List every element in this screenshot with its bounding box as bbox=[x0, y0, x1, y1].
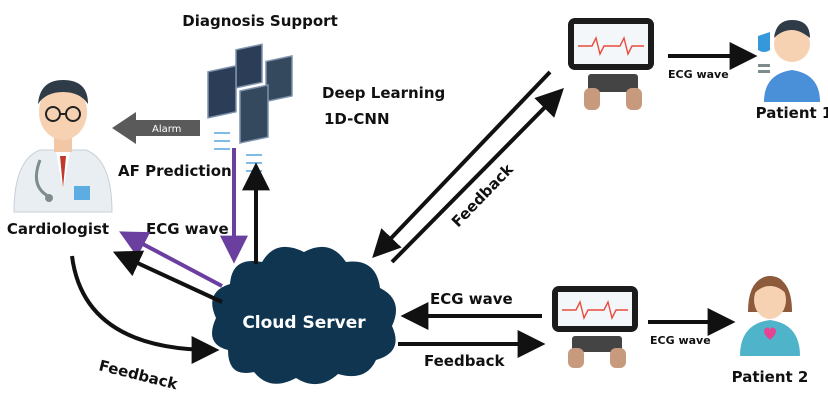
cloud-icon bbox=[212, 246, 396, 385]
cloud-to-patient1-arrow bbox=[390, 88, 564, 264]
ecg-wave-patient1-label: ECG wave bbox=[668, 68, 729, 81]
ecg-device-patient2 bbox=[552, 286, 638, 368]
patient1-to-cloud-arrow bbox=[372, 70, 552, 259]
model-label: 1D-CNN bbox=[324, 110, 390, 128]
cloud-server-label: Cloud Server bbox=[242, 313, 366, 333]
ecg-device-patient1 bbox=[568, 18, 654, 110]
feedback-patient2-label: Feedback bbox=[424, 352, 505, 370]
cardiologist-label: Cardiologist bbox=[7, 220, 109, 238]
patient2-icon bbox=[740, 276, 800, 356]
patient2-label: Patient 2 bbox=[732, 368, 809, 386]
patient1-label: Patient 1 bbox=[756, 104, 828, 122]
doctor-icon bbox=[13, 80, 113, 213]
cloud-to-doctor-purple-arrow bbox=[119, 231, 223, 288]
doctor-feedback-arrow bbox=[70, 255, 220, 364]
ecg-wave-doctor-label: ECG wave bbox=[146, 220, 229, 238]
af-prediction-label: AF Prediction bbox=[118, 162, 232, 180]
alarm-label: Alarm bbox=[152, 124, 181, 135]
feedback-doctor-label: Feedback bbox=[97, 356, 180, 393]
ecg-wave-to-cloud-label: ECG wave bbox=[430, 290, 513, 308]
cloud-to-doctor-arrow bbox=[112, 250, 223, 304]
diagnosis-support-label: Diagnosis Support bbox=[182, 12, 338, 30]
deep-learning-label: Deep Learning bbox=[322, 84, 445, 102]
alarm-arrow: Alarm bbox=[112, 112, 200, 144]
ecg-wave-patient2-label: ECG wave bbox=[650, 334, 711, 347]
server-rack-icon bbox=[207, 43, 293, 172]
patient-icon bbox=[758, 20, 820, 102]
